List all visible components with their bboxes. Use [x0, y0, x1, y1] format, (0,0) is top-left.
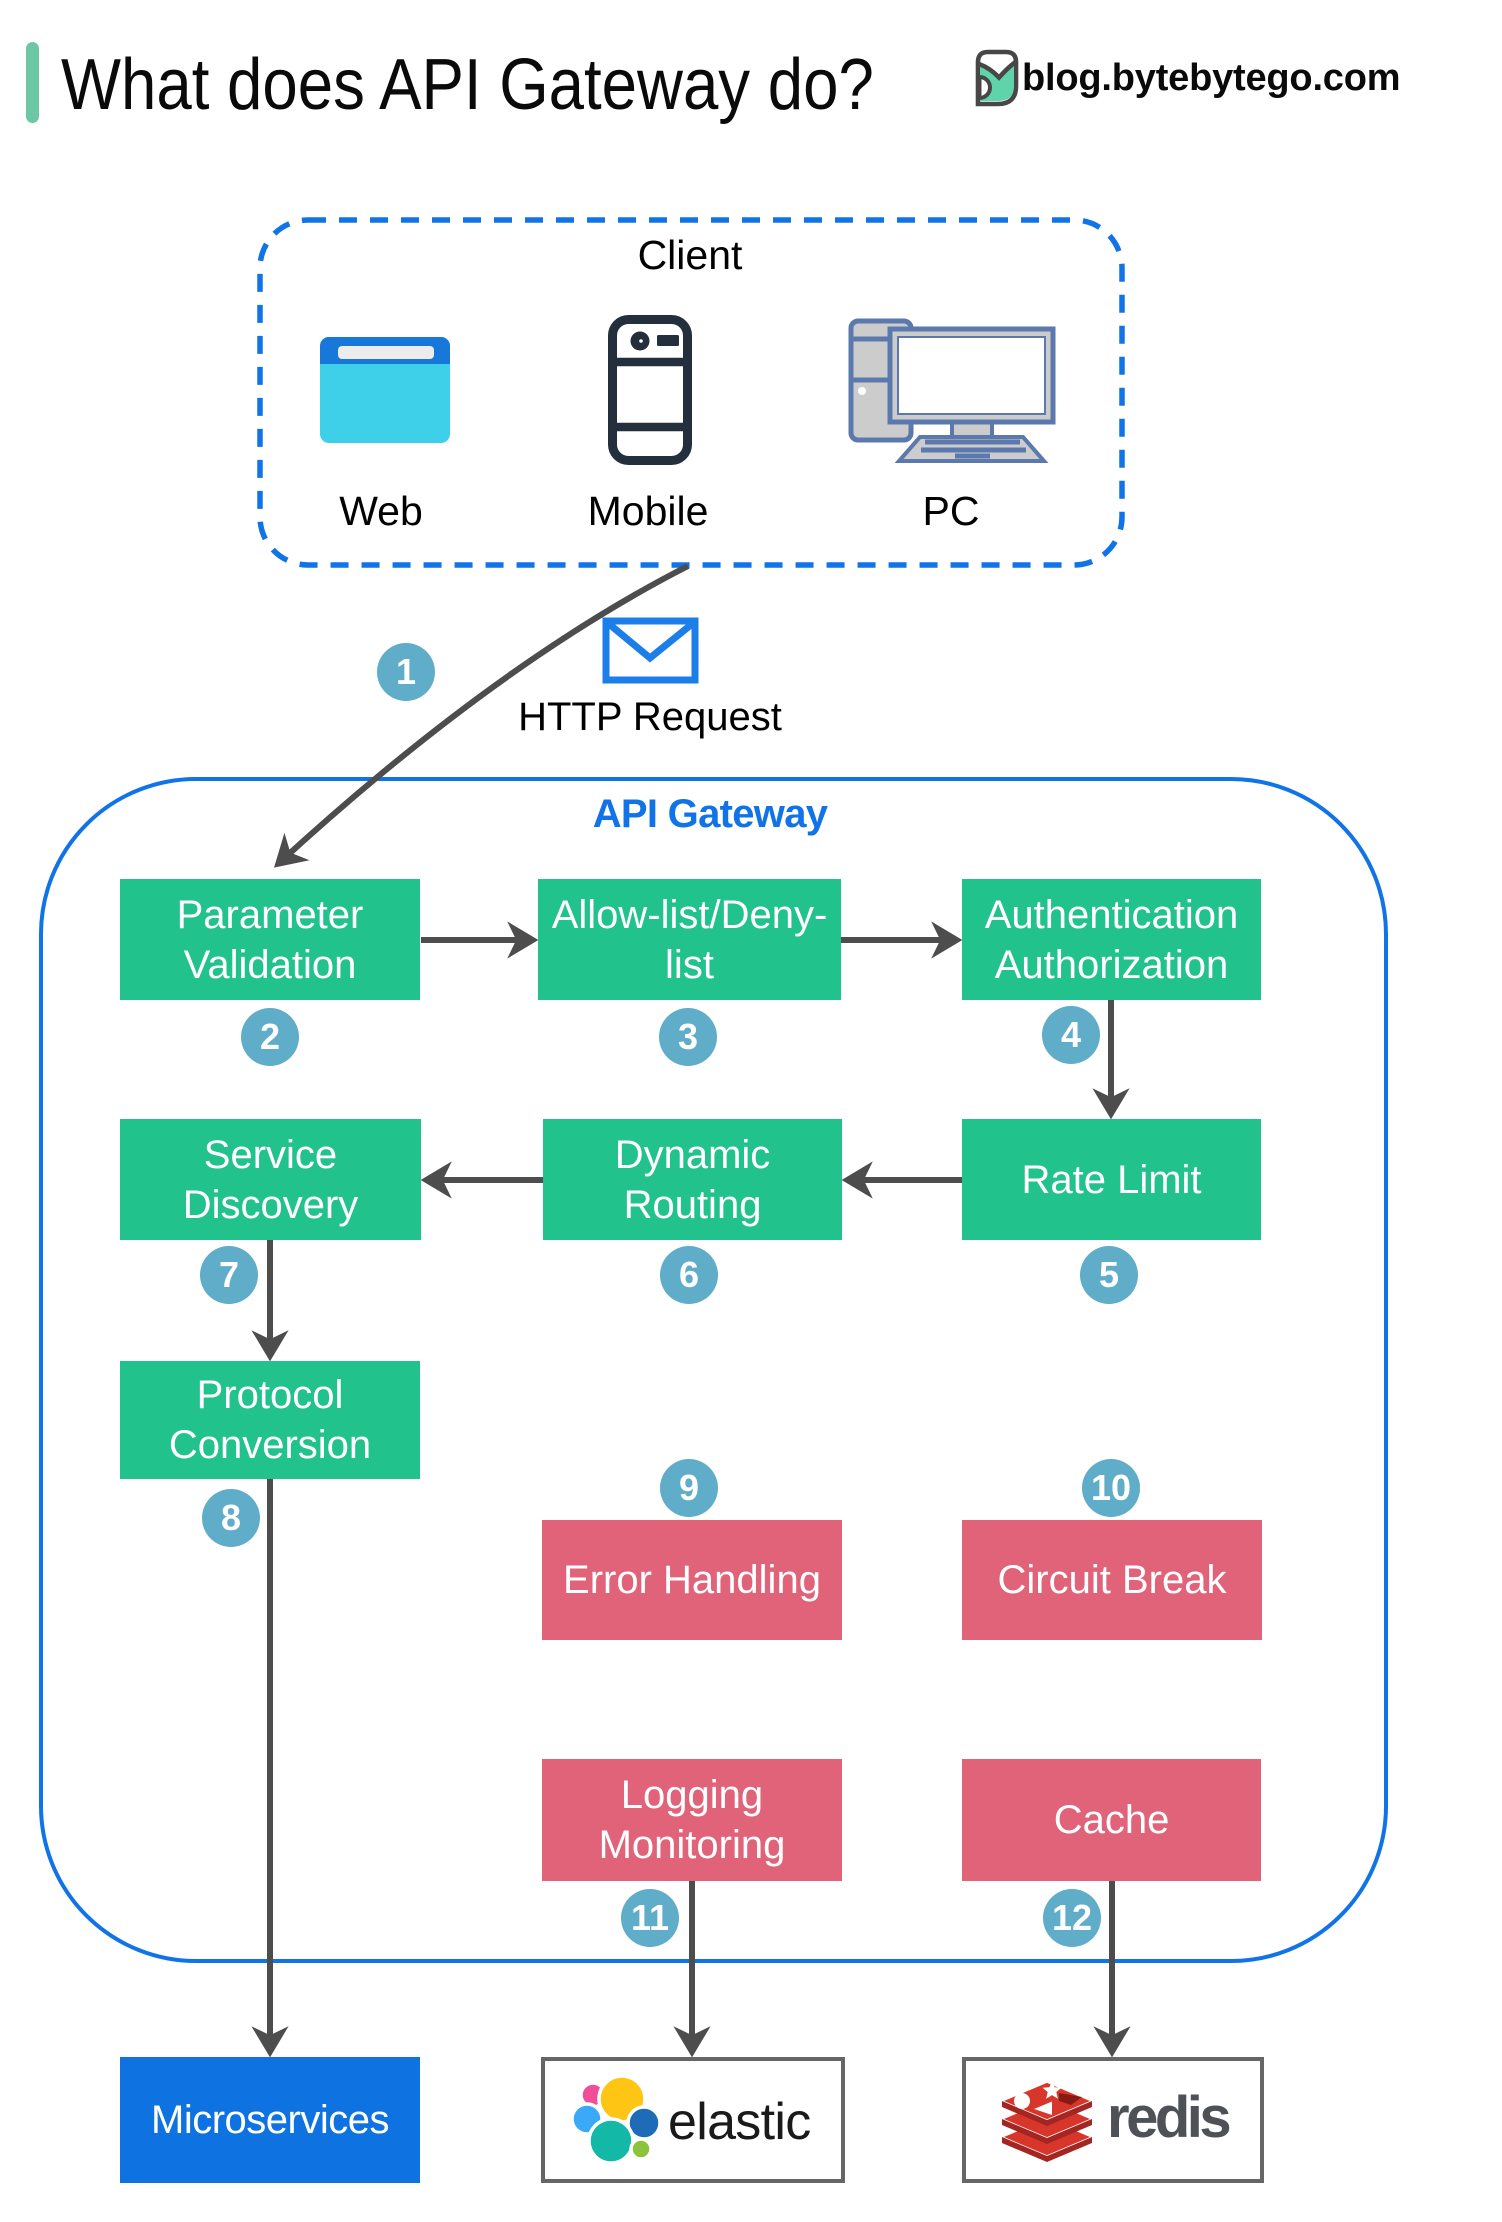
- svg-text:redis: redis: [1107, 2085, 1229, 2150]
- svg-text:elastic: elastic: [668, 2093, 811, 2151]
